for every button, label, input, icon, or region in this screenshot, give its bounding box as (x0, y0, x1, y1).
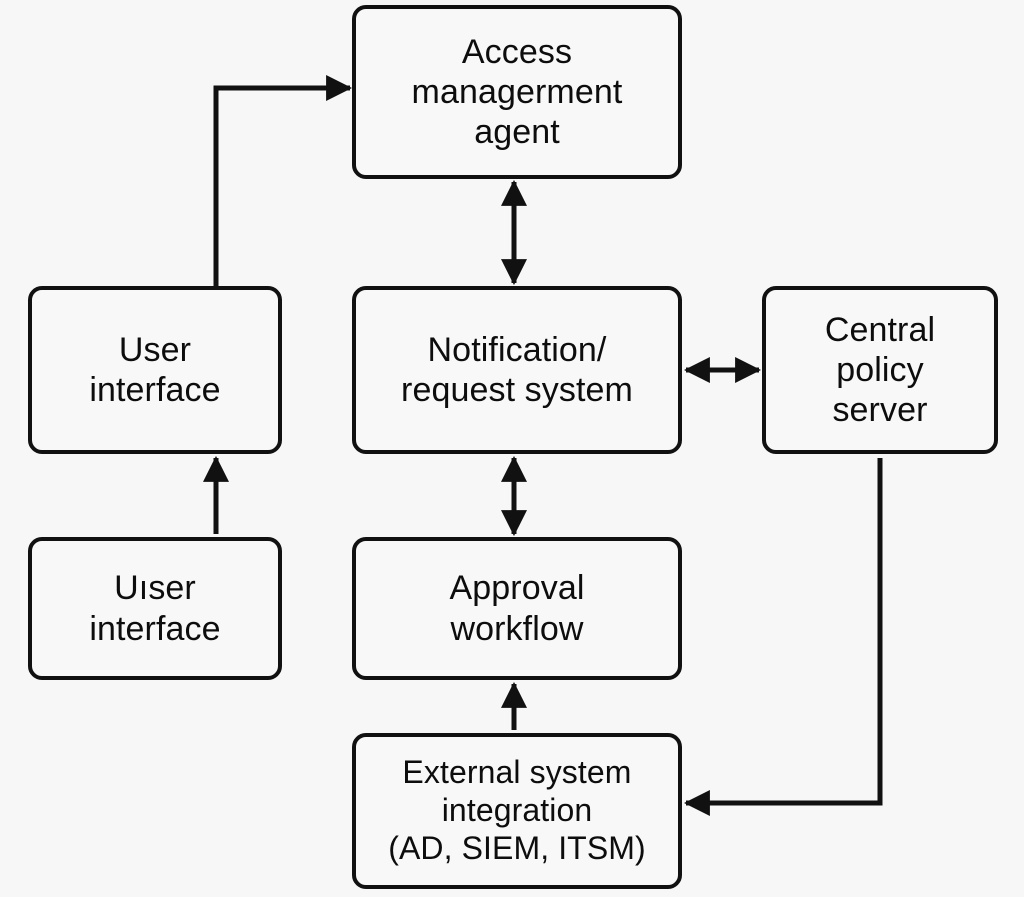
node-uiser-interface[interactable]: Uıser interface (28, 537, 282, 680)
node-notification-request-system-label: Notification/ request system (401, 330, 633, 409)
node-access-management-agent[interactable]: Access managerment agent (352, 5, 682, 179)
node-user-interface-label: User interface (89, 330, 221, 409)
node-uiser-interface-label: Uıser interface (89, 569, 221, 648)
edge-user-interface-to-access-agent (213, 75, 353, 286)
node-central-policy-server[interactable]: Central policy server (762, 286, 998, 454)
node-access-management-agent-label: Access managerment agent (411, 32, 623, 152)
node-approval-workflow-label: Approval workflow (449, 569, 585, 648)
node-notification-request-system[interactable]: Notification/ request system (352, 286, 682, 454)
node-external-system-integration[interactable]: External system integration (AD, SIEM, I… (352, 733, 682, 889)
node-user-interface[interactable]: User interface (28, 286, 282, 454)
node-approval-workflow[interactable]: Approval workflow (352, 537, 682, 680)
edge-central-policy-to-external-system (683, 458, 883, 816)
node-central-policy-server-label: Central policy server (824, 310, 936, 430)
node-external-system-integration-label: External system integration (AD, SIEM, I… (388, 754, 646, 866)
